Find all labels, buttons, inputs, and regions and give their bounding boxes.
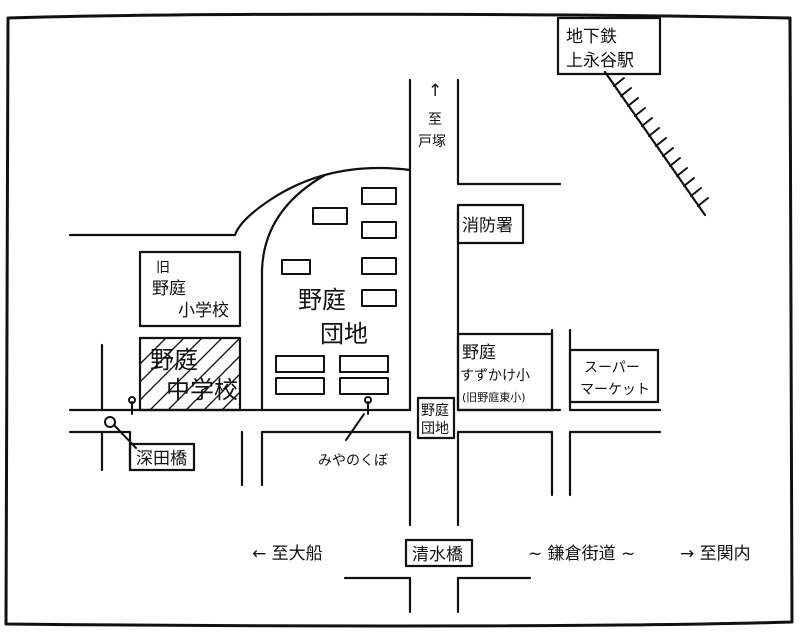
suzukake-line1: 野庭 — [462, 343, 496, 363]
to-totsuka-arrow: ↑ — [428, 81, 442, 101]
supermarket-building — [568, 348, 660, 404]
to-totsuka-line1: 至 — [428, 112, 442, 128]
old-school-line1: 旧 — [156, 260, 170, 276]
to-kannai-label: → 至関内 — [680, 544, 751, 564]
suzukake-line2: すずかけ小 — [460, 368, 530, 384]
bus-stop-marker-fukada — [104, 396, 137, 449]
bus-stop-marker-miyanokubo — [345, 396, 372, 441]
supermarket-line1: スーパー — [584, 360, 640, 376]
middle-school-line2: 中学校 — [166, 376, 238, 404]
bus-stop-miyanokubo-label: みやのくぼ — [318, 453, 388, 469]
map-frame — [4, 12, 794, 628]
bridge-shimizu-box — [404, 538, 474, 568]
bus-stop-noba-line2: 団地 — [421, 421, 449, 437]
bridge-fukada-label: 深田橋 — [136, 449, 187, 469]
bus-stop-noba-line1: 野庭 — [421, 402, 449, 419]
road-main-left-edge — [68, 78, 412, 237]
kamakura-road-label: ~ 鎌倉街道 ~ — [528, 544, 635, 564]
danchi-label-line1: 野庭 — [298, 286, 346, 314]
railway-line — [603, 70, 707, 217]
station-label-line2: 上永谷駅 — [566, 51, 634, 71]
to-ofuna-label: ← 至大船 — [252, 544, 323, 564]
road-danchi-curve — [260, 168, 412, 412]
road-east-lower — [456, 430, 554, 497]
to-totsuka-line2: 戸塚 — [418, 134, 446, 150]
bridge-shimizu-label: 清水橋 — [412, 545, 463, 565]
road-bottom-right — [456, 576, 532, 614]
bridge-fukada-box — [128, 442, 196, 472]
suzukake-line3: (旧野庭東小) — [462, 390, 526, 404]
middle-school-line1: 野庭 — [150, 346, 198, 374]
old-school-building — [138, 250, 242, 328]
road-main-right-edge — [456, 78, 562, 186]
old-school-line3: 小学校 — [178, 301, 229, 321]
danchi-label-line2: 団地 — [320, 320, 368, 348]
fire-station-box — [456, 203, 525, 245]
supermarket-line2: マーケット — [580, 382, 650, 398]
middle-school-hatching — [139, 337, 241, 411]
road-west-lower — [68, 430, 132, 472]
bus-stop-noba-box — [416, 396, 456, 440]
fire-station-label: 消防署 — [462, 216, 513, 236]
old-school-line2: 野庭 — [152, 279, 186, 299]
station-box — [556, 16, 662, 76]
danchi-buildings — [275, 187, 397, 395]
suzukake-school-building — [456, 332, 554, 412]
station-label-line1: 地下鉄 — [566, 27, 617, 47]
road-middle-lower-b — [260, 430, 412, 527]
railway-ties — [613, 77, 709, 207]
road-bottom-left — [343, 576, 412, 614]
